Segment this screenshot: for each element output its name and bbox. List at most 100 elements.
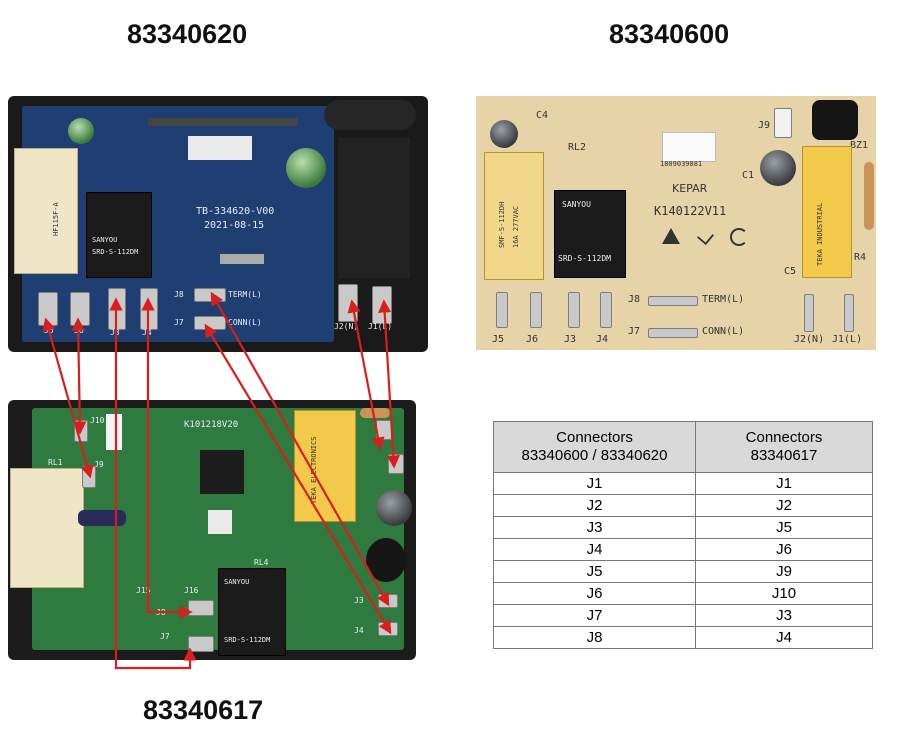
silk-j4: J4 (142, 328, 152, 337)
cell-a: J7 (493, 604, 696, 627)
cell-a: J4 (493, 538, 696, 561)
black-block (338, 138, 410, 278)
terminal-j1 (372, 286, 392, 324)
model-code: K101218V20 (184, 420, 239, 430)
rohs-icon (697, 228, 714, 245)
silk-j1l: J1(L) (368, 322, 393, 331)
capacitor-c4 (490, 120, 518, 148)
relay-brand: SANYOU (92, 236, 118, 244)
relay-brand: SANYOU (562, 200, 591, 209)
silk-r4: R4 (854, 252, 867, 263)
terminal-j2 (804, 294, 814, 332)
terminal-j3 (568, 292, 580, 328)
terminal-j1 (388, 454, 404, 474)
pcb-code: TB-334620-V00 (196, 206, 275, 217)
header-col-b-line1: Connectors (745, 429, 823, 446)
cell-b: J5 (695, 516, 873, 539)
silk-j2n: J2(N) (334, 322, 359, 331)
terminal-j2 (338, 284, 358, 322)
relay-yellow-right (802, 146, 852, 278)
cell-b: J3 (695, 604, 873, 627)
board-83340600-photo: C4 SMF-S-112DH 16A 277VAC RL2 SANYOU SRD… (476, 96, 876, 350)
silk-j16: J16 (184, 586, 199, 595)
capacitor (376, 490, 412, 526)
terminal-j5 (496, 292, 508, 328)
cell-a: J1 (493, 472, 696, 495)
silk-j8: J8 (174, 290, 184, 299)
silk-j9: J9 (94, 460, 104, 469)
silk-j2n: J2(N) (794, 334, 825, 345)
yellow-label: TEKA ELECTRONICS (310, 436, 318, 504)
buzzer (366, 538, 406, 582)
silk-term: TERM(L) (702, 294, 745, 305)
silk-conn: CONN(L) (228, 318, 262, 327)
terminal-j6 (530, 292, 542, 328)
header-col-b-line2: 83340617 (750, 447, 818, 464)
silk-c1: C1 (742, 170, 755, 181)
silk-j7: J7 (174, 318, 184, 327)
silk-j9: J9 (758, 120, 771, 131)
cell-b: J9 (695, 560, 873, 583)
terminal-j4 (600, 292, 612, 328)
header-col-a: Connectors 83340600 / 83340620 (493, 421, 696, 473)
silk-j8: J8 (156, 608, 166, 617)
silk-j5: J5 (44, 326, 54, 335)
terminal-j4 (140, 288, 158, 330)
connector-j9 (774, 108, 792, 138)
board-83340617-photo: K101218V20 TEKA ELECTRONICS SANYOU SRD-S… (8, 400, 416, 660)
buzzer-bz1 (812, 100, 858, 140)
capacitor-c1 (760, 150, 796, 186)
title-83340620: 83340620 (127, 19, 248, 49)
relay2-rating: 16A 277VAC (512, 205, 520, 248)
capacitor-large (286, 148, 326, 188)
black-relay (86, 192, 152, 278)
title-83340617: 83340617 (143, 695, 264, 725)
silk-term: TERM(L) (228, 290, 262, 299)
silk-j15: J15 (136, 586, 151, 595)
silk-rl1: RL1 (48, 458, 63, 467)
capacitor (68, 118, 94, 144)
barcode-sticker (662, 132, 716, 162)
silk-j8: J8 (628, 294, 641, 305)
esd-icon (662, 228, 680, 244)
header-pins (148, 118, 298, 126)
cell-a: J2 (493, 494, 696, 517)
cell-b: J6 (695, 538, 873, 561)
silk-j1l: J1(L) (832, 334, 863, 345)
cell-a: J5 (493, 560, 696, 583)
terminal-j6 (70, 292, 90, 326)
connector-j8 (194, 288, 226, 302)
silk-c5: C5 (784, 266, 797, 277)
title-83340600: 83340600 (609, 19, 730, 49)
relay-label: SRD-S-112DM (92, 248, 139, 256)
terminal-j10 (74, 420, 88, 442)
silk-j4: J4 (354, 626, 364, 635)
silk-j7: J7 (160, 632, 170, 641)
silk-j5: J5 (492, 334, 505, 345)
qr-sticker (188, 136, 252, 160)
header-col-a-line2: 83340600 / 83340620 (521, 447, 668, 464)
silk-rl2: RL2 (568, 142, 587, 153)
ce-icon (730, 228, 748, 246)
terminal-j3 (378, 594, 398, 608)
relay2-label: SMF-S-112DH (498, 201, 506, 248)
silk-rl4: RL4 (254, 558, 269, 567)
connector-j7 (194, 316, 226, 330)
silk-j3: J3 (354, 596, 364, 605)
small-relay-label: HF115F-A (52, 202, 60, 236)
cell-a: J8 (493, 626, 696, 649)
cell-a: J6 (493, 582, 696, 605)
qr-sticker (208, 510, 232, 534)
model-code: K140122V11 (654, 204, 727, 218)
header-col-b: Connectors 83340617 (695, 421, 873, 473)
terminal-j8 (188, 600, 214, 616)
silk-j7: J7 (628, 326, 641, 337)
brand-logo: KEPAR (672, 182, 708, 195)
table-header-row: Connectors 83340600 / 83340620 Connector… (493, 421, 873, 473)
terminal-j3 (108, 288, 126, 330)
